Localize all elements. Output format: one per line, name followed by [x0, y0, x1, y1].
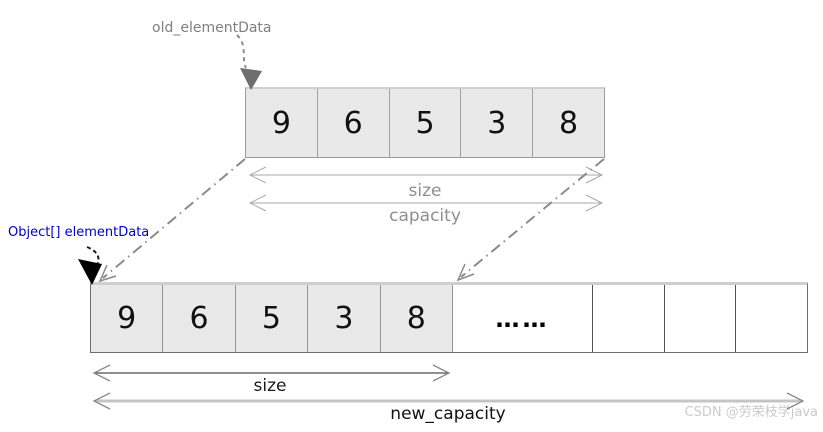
new-array-cell: 8	[380, 285, 453, 352]
old-array-cell: 8	[533, 89, 604, 157]
old-elementdata-label: old_elementData	[152, 20, 272, 36]
old-size-label: size	[408, 181, 442, 201]
copy-line-left	[98, 158, 246, 283]
old-array-cell: 9	[246, 89, 318, 157]
new-array-cell: 5	[235, 285, 309, 352]
old-array-cell: 6	[317, 89, 390, 157]
old-elementdata-arrow	[236, 34, 262, 90]
new-capacity-label: new_capacity	[390, 404, 506, 424]
old-array-cell: 5	[389, 89, 462, 157]
new-array-ellipsis-cell: ……	[452, 285, 593, 352]
new-array-empty-cell	[592, 285, 665, 352]
watermark-text: CSDN @劳荣枝学java	[684, 405, 818, 420]
elementdata-arrow	[78, 246, 102, 285]
new-array-cell: 6	[163, 285, 236, 352]
new-size-label: size	[253, 376, 287, 396]
new-array-empty-cell	[736, 285, 808, 352]
elementdata-label: Object[] elementData	[8, 225, 150, 240]
new-array-cell: 9	[91, 285, 164, 352]
new-array-empty-cell	[664, 285, 737, 352]
new-array-cell: 3	[308, 285, 381, 352]
old-array: 9 6 5 3 8	[245, 87, 605, 158]
old-capacity-label: capacity	[389, 206, 461, 226]
old-array-cell: 3	[461, 89, 534, 157]
new-array: 9 6 5 3 8 ……	[90, 282, 808, 353]
